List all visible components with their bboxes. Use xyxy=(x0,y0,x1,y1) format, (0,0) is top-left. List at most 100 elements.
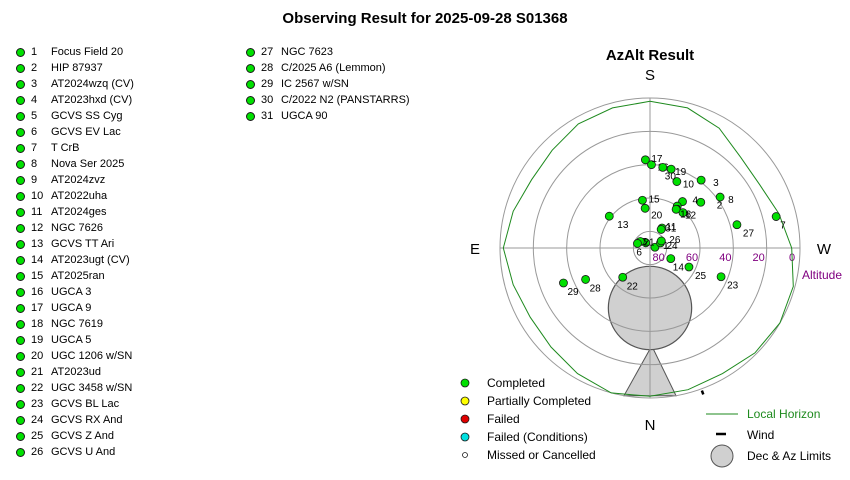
data-point xyxy=(732,220,742,230)
cardinal-label: S xyxy=(645,67,655,84)
data-point xyxy=(666,164,676,174)
data-point xyxy=(638,195,647,205)
data-point-label: 13 xyxy=(617,220,629,231)
cardinal-label: W xyxy=(817,241,832,258)
data-point-label: 19 xyxy=(675,167,687,178)
target-number: 11 xyxy=(31,206,43,218)
status-dot-icon xyxy=(16,223,25,233)
status-dot-icon xyxy=(16,303,25,313)
legend-status-label: Failed (Conditions) xyxy=(487,430,588,444)
status-dot-icon xyxy=(16,127,25,137)
status-dot-icon xyxy=(246,79,255,89)
target-number: 25 xyxy=(31,430,44,442)
altitude-tick-label: 60 xyxy=(686,252,698,264)
status-dot-icon xyxy=(16,287,25,297)
status-dot-icon xyxy=(246,111,255,121)
target-number: 28 xyxy=(261,62,274,74)
wind-marker xyxy=(700,390,705,395)
target-number: 12 xyxy=(31,222,44,234)
legend-status-icon xyxy=(462,452,468,458)
target-list-item: 20 UGC 1206 w/SN xyxy=(16,348,134,364)
data-point-label: 31 xyxy=(665,223,677,234)
target-number: 1 xyxy=(31,46,38,58)
data-point-label: 28 xyxy=(590,283,602,294)
data-point-label: 27 xyxy=(743,229,755,240)
target-number: 26 xyxy=(31,446,44,458)
altitude-tick-label: 80 xyxy=(653,252,665,264)
target-name: C/2025 A6 (Lemmon) xyxy=(281,62,386,74)
local-horizon-line xyxy=(502,100,794,397)
status-dot-icon xyxy=(16,95,25,105)
status-dot-icon xyxy=(16,111,25,121)
status-dot-icon xyxy=(16,175,25,185)
target-name: T CrB xyxy=(51,142,80,154)
target-list-item: 26 GCVS U And xyxy=(16,444,134,460)
target-number: 17 xyxy=(31,302,44,314)
status-dot-icon xyxy=(16,47,25,57)
legend-wind-label: Wind xyxy=(747,428,774,442)
data-point-label: 20 xyxy=(651,210,663,221)
data-point xyxy=(581,275,590,284)
data-point-label: 22 xyxy=(627,281,639,292)
status-dot-icon xyxy=(16,367,25,377)
legend-status-icon xyxy=(460,396,470,406)
target-number: 3 xyxy=(31,78,38,90)
data-point xyxy=(684,262,694,272)
status-dot-icon xyxy=(16,351,25,361)
data-point-label: 29 xyxy=(567,287,579,298)
status-dot-icon xyxy=(16,255,25,265)
target-number: 20 xyxy=(31,350,44,362)
target-name: AT2023ud xyxy=(51,366,101,378)
legend-status-icon xyxy=(460,378,470,388)
legend-limits-icon xyxy=(710,444,734,468)
data-point-label: 4 xyxy=(693,196,699,207)
target-number: 9 xyxy=(31,174,38,186)
status-dot-icon xyxy=(16,383,25,393)
target-list-item: 28 C/2025 A6 (Lemmon) xyxy=(246,60,410,76)
data-point-label: 26 xyxy=(669,235,681,246)
status-dot-icon xyxy=(16,271,25,281)
legend-status-label: Missed or Cancelled xyxy=(487,448,596,462)
data-point-label: 1 xyxy=(663,241,669,252)
status-dot-icon xyxy=(16,159,25,169)
target-number: 6 xyxy=(31,126,38,138)
status-dot-icon xyxy=(16,143,25,153)
legend-status-icon xyxy=(460,414,470,424)
data-point-label: 11 xyxy=(666,222,677,233)
legend-status-label: Completed xyxy=(487,376,545,390)
data-point xyxy=(604,211,614,221)
target-name: AT2023ugt (CV) xyxy=(51,254,130,266)
target-name: AT2022uha xyxy=(51,190,108,202)
target-number: 30 xyxy=(261,94,274,106)
target-name: UGC 1206 w/SN xyxy=(51,350,133,362)
target-name: GCVS TT Ari xyxy=(51,238,115,250)
target-name: GCVS U And xyxy=(51,446,116,458)
legend-limits-label: Dec & Az Limits xyxy=(747,449,831,463)
data-point xyxy=(656,236,666,246)
target-number: 16 xyxy=(31,286,44,298)
target-name: GCVS RX And xyxy=(51,414,123,426)
target-name: UGCA 3 xyxy=(51,286,92,298)
target-name: AT2024zvz xyxy=(51,174,106,186)
target-name: GCVS Z And xyxy=(51,430,114,442)
data-point-label: 8 xyxy=(728,195,734,206)
target-list-item: 9 AT2024zvz xyxy=(16,172,134,188)
data-point-label: 7 xyxy=(780,221,786,232)
data-point-label: 14 xyxy=(673,263,685,274)
data-point xyxy=(633,239,642,248)
legend-horizon-label: Local Horizon xyxy=(747,407,820,421)
target-name: GCVS SS Cyg xyxy=(51,110,123,122)
